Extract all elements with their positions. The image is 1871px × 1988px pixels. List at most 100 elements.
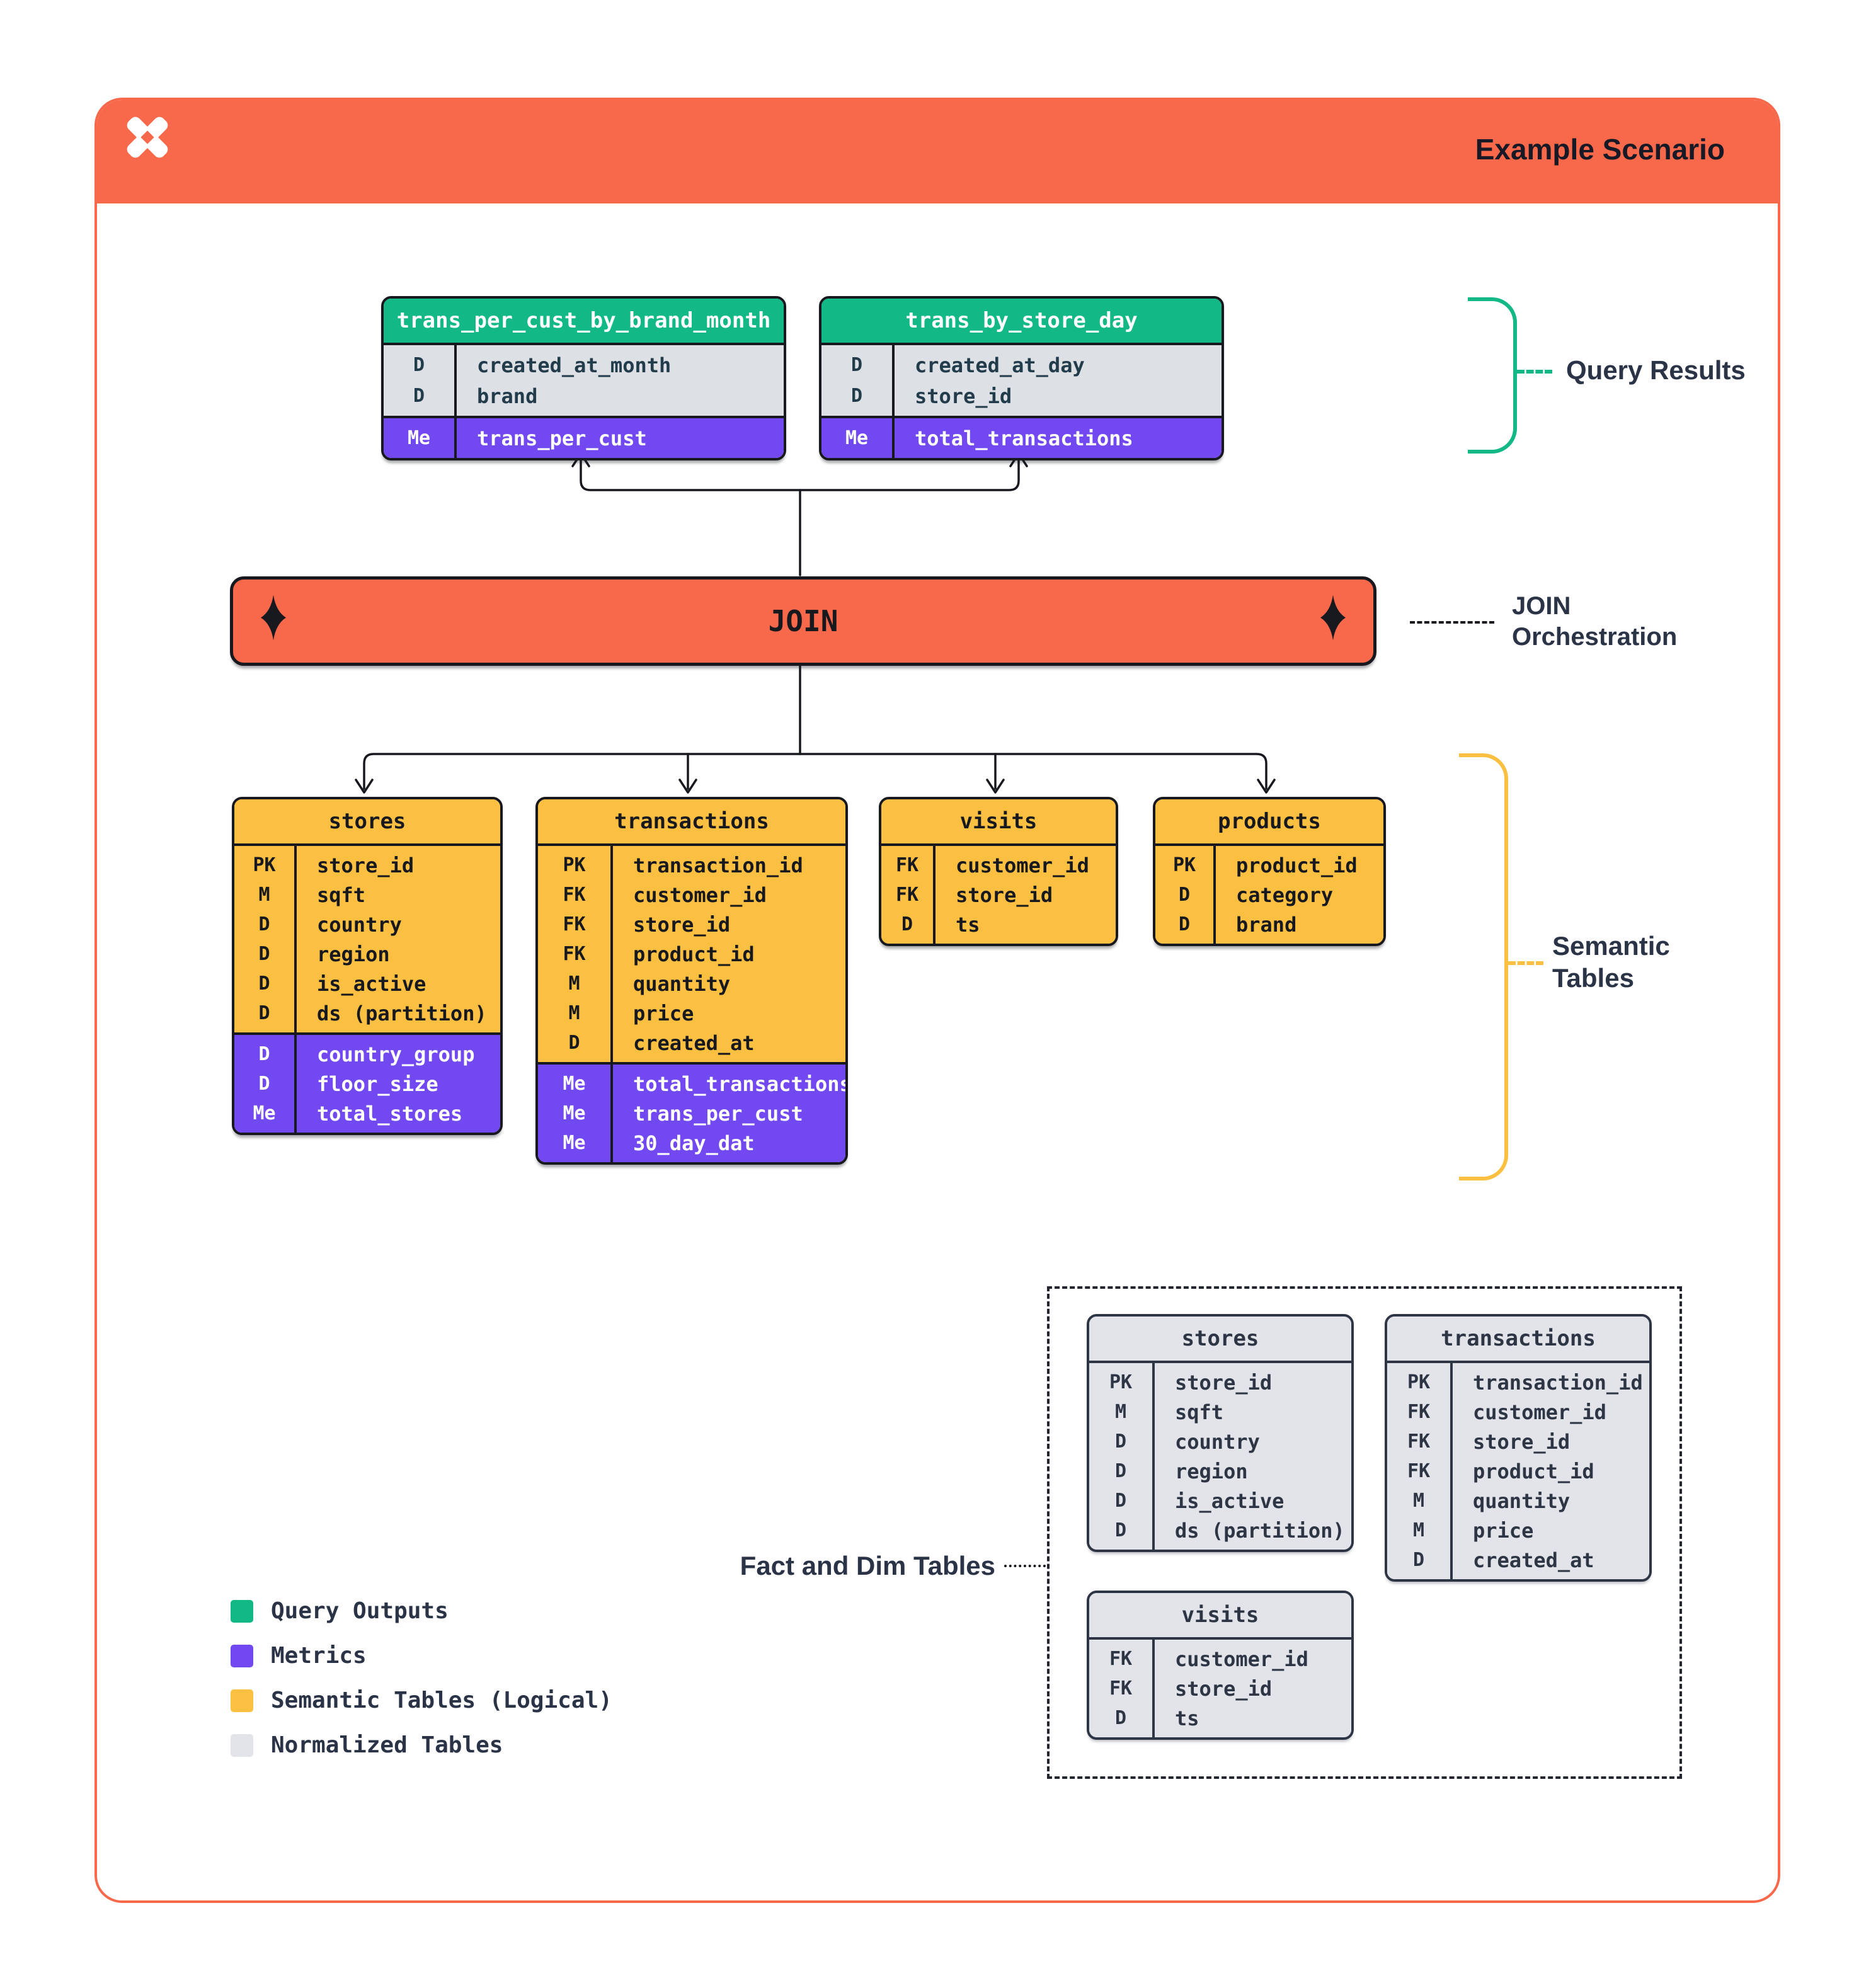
join-orchestration-label: JOIN Orchestration <box>1512 591 1677 653</box>
field-row: D country_group <box>234 1039 500 1069</box>
column-section: FK customer_id FK store_id D ts <box>1089 1640 1351 1737</box>
field-name: ts <box>956 912 980 937</box>
normalized-table-visits: visits FK customer_id FK store_id D ts <box>1087 1591 1354 1740</box>
key-badge: FK <box>563 884 586 906</box>
key-badge: D <box>258 943 270 965</box>
legend-label: Query Outputs <box>271 1598 449 1624</box>
key-badge: FK <box>895 854 919 876</box>
query-results-bracket <box>1468 297 1517 454</box>
key-badge: FK <box>563 913 586 935</box>
field-row: Me total_transactions <box>538 1069 845 1099</box>
key-badge: FK <box>1109 1677 1133 1700</box>
page-title: Example Scenario <box>1475 133 1725 166</box>
column-section: FK customer_id FK store_id D ts <box>881 846 1116 944</box>
field-name: transaction_id <box>1473 1370 1643 1395</box>
fact-dim-dashed-box <box>1047 1286 1682 1779</box>
field-name: quantity <box>633 971 731 996</box>
field-name: price <box>633 1001 694 1025</box>
key-badge: D <box>1178 884 1191 906</box>
legend-label: Normalized Tables <box>271 1732 503 1758</box>
key-badge: FK <box>895 884 919 906</box>
field-name: is_active <box>317 971 426 996</box>
field-name: 30_day_dat <box>633 1131 755 1155</box>
field-row: D country <box>1089 1427 1351 1456</box>
field-row: D region <box>234 939 500 969</box>
legend: Query Outputs Metrics Semantic Tables (L… <box>231 1589 612 1768</box>
key-badge: Me <box>563 1073 586 1095</box>
key-badge: D <box>258 1043 270 1065</box>
key-badge: D <box>1412 1549 1425 1571</box>
semantic-table-stores: stores PK store_id M sqft D country D re… <box>232 797 503 1135</box>
metric-section: Me total_transactions <box>821 416 1222 458</box>
legend-swatch-purple <box>231 1644 253 1667</box>
field-name: created_at_day <box>915 353 1085 377</box>
key-badge: D <box>1114 1519 1127 1541</box>
table-title: visits <box>881 799 1116 846</box>
table-title: trans_by_store_day <box>821 299 1222 345</box>
key-badge: PK <box>1109 1371 1133 1393</box>
field-name: trans_per_cust <box>633 1101 803 1126</box>
legend-label: Metrics <box>271 1643 367 1669</box>
field-name: ds (partition) <box>1175 1518 1345 1543</box>
key-badge: Me <box>253 1102 276 1124</box>
field-name: store_id <box>956 883 1053 907</box>
field-row: D brand <box>1155 910 1383 939</box>
field-name: customer_id <box>956 853 1089 877</box>
field-row: FK store_id <box>538 910 845 939</box>
legend-item: Query Outputs <box>231 1589 612 1633</box>
key-badge: D <box>258 973 270 995</box>
field-name: created_at_month <box>477 353 672 377</box>
field-row: M quantity <box>1387 1486 1649 1516</box>
semantic-tables-bracket <box>1459 753 1508 1180</box>
table-title: stores <box>1089 1317 1351 1363</box>
dimension-section: D created_at_month D brand <box>384 345 784 416</box>
field-row: FK customer_id <box>881 850 1116 880</box>
key-badge: M <box>258 884 270 906</box>
table-title: transactions <box>1387 1317 1649 1363</box>
field-name: region <box>317 942 390 966</box>
field-name: category <box>1236 883 1334 907</box>
field-row: D country <box>234 910 500 939</box>
query-results-dashed-connector <box>1517 370 1552 374</box>
field-name: store_id <box>1175 1676 1273 1701</box>
field-row: FK store_id <box>881 880 1116 910</box>
field-row: PK product_id <box>1155 850 1383 880</box>
table-title: visits <box>1089 1593 1351 1640</box>
field-row: FK customer_id <box>1387 1397 1649 1427</box>
field-row: PK store_id <box>234 850 500 880</box>
field-row: Me 30_day_dat <box>538 1128 845 1158</box>
normalized-table-transactions: transactions PK transaction_id FK custom… <box>1385 1314 1652 1582</box>
field-name: floor_size <box>317 1071 438 1096</box>
key-badge: D <box>901 913 913 935</box>
sparkle-icon <box>261 595 286 648</box>
field-row: D is_active <box>234 969 500 998</box>
field-row: M sqft <box>234 880 500 910</box>
query-table-trans-by-store-day: trans_by_store_day D created_at_day D st… <box>819 296 1224 460</box>
field-row: D created_at <box>538 1028 845 1058</box>
key-badge: D <box>258 1073 270 1095</box>
join-orchestration-dashed-connector <box>1410 621 1494 624</box>
column-section: PK product_id D category D brand <box>1155 846 1383 944</box>
key-badge: D <box>1178 913 1191 935</box>
key-badge: Me <box>407 427 431 449</box>
field-row: M sqft <box>1089 1397 1351 1427</box>
fact-dim-label: Fact and Dim Tables <box>740 1551 995 1580</box>
field-name: customer_id <box>633 883 767 907</box>
table-title: products <box>1155 799 1383 846</box>
field-row: FK product_id <box>1387 1456 1649 1486</box>
field-row: Me total_transactions <box>821 423 1222 454</box>
field-row: M price <box>538 998 845 1028</box>
key-badge: D <box>1114 1460 1127 1482</box>
field-name: created_at <box>1473 1548 1594 1572</box>
field-name: quantity <box>1473 1488 1571 1513</box>
table-title: stores <box>234 799 500 846</box>
label-line: Tables <box>1552 963 1634 993</box>
field-name: country_group <box>317 1042 475 1066</box>
semantic-table-transactions: transactions PK transaction_id FK custom… <box>535 797 848 1165</box>
field-name: created_at <box>633 1031 755 1055</box>
field-row: M quantity <box>538 969 845 998</box>
field-name: region <box>1175 1459 1248 1483</box>
key-badge: D <box>568 1032 580 1054</box>
field-name: is_active <box>1175 1488 1285 1513</box>
